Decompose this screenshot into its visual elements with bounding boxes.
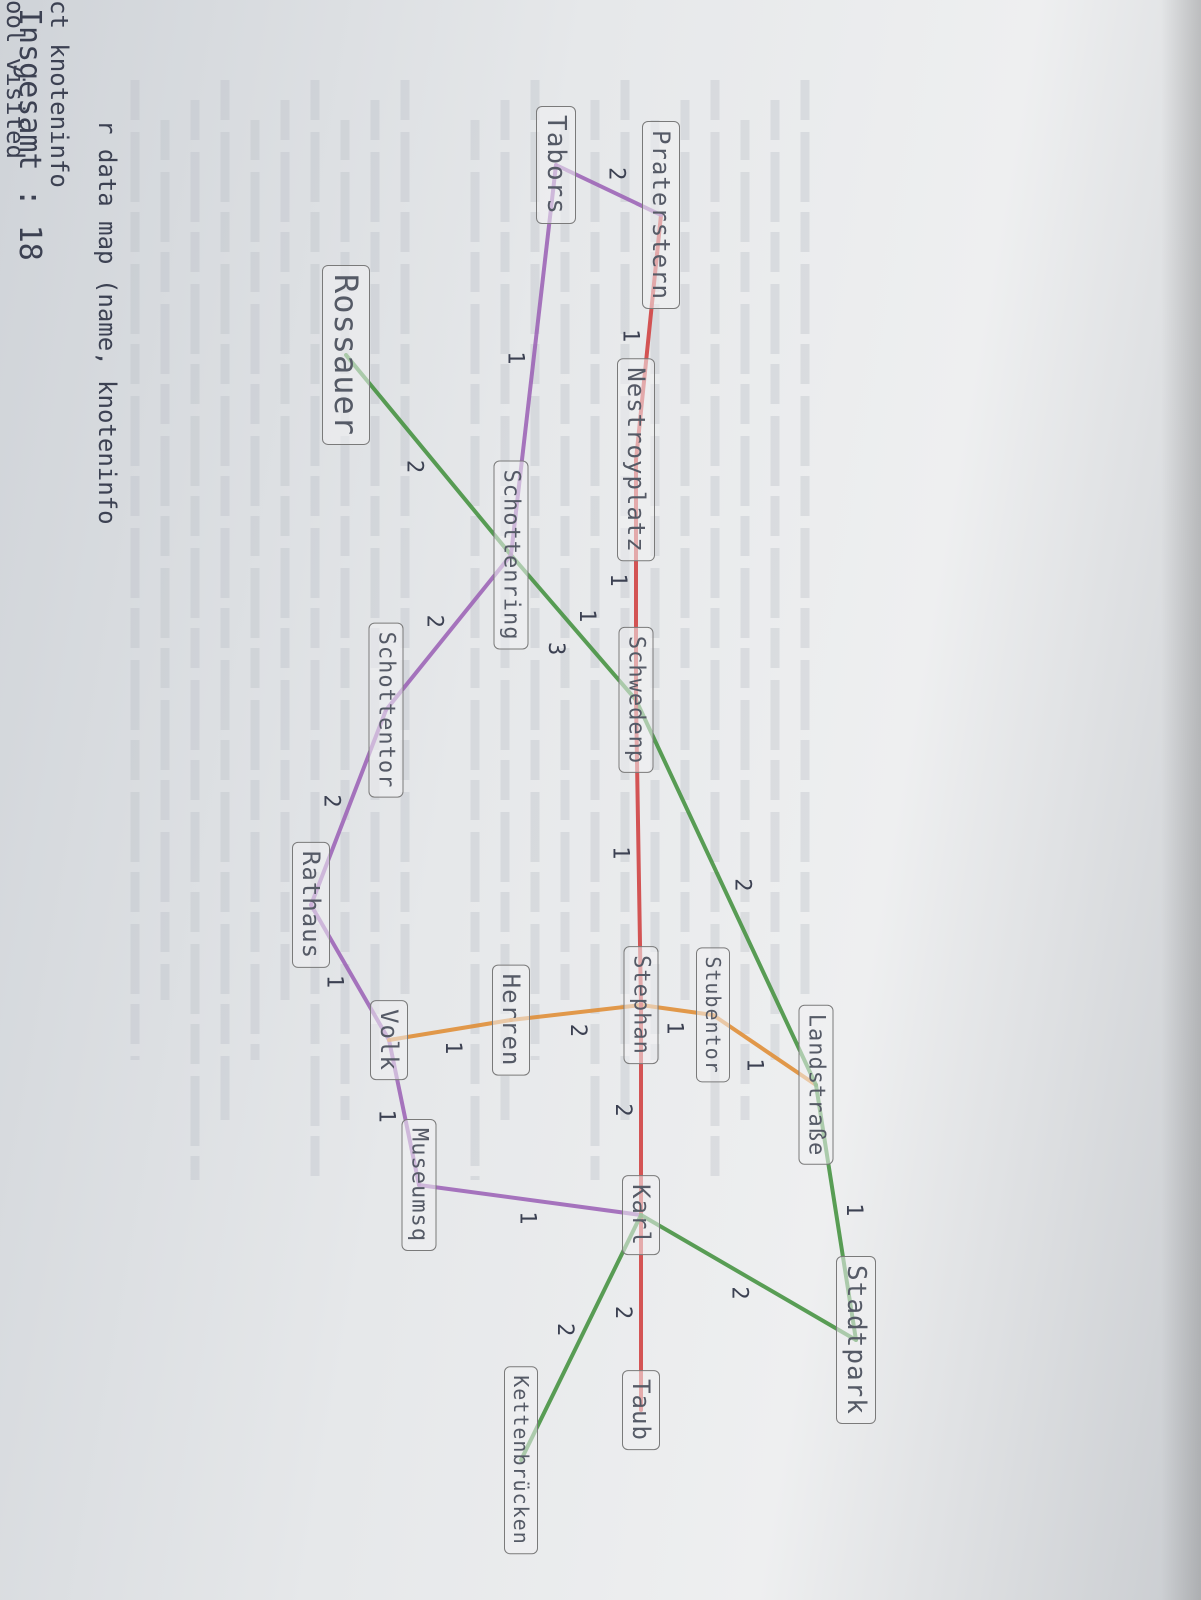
edge-schottenring-schottentor — [384, 553, 513, 712]
node-schwedenp: Schwedenp — [618, 626, 654, 774]
node-volk: Volk — [370, 1000, 408, 1080]
edge-weight-label: 2 — [552, 1323, 577, 1336]
node-kettenbr: Kettenbrücken — [504, 1366, 538, 1554]
node-museums: Museumsq — [401, 1119, 437, 1251]
edge-volk-herren — [387, 1018, 513, 1042]
edge-weight-label: 1 — [574, 609, 599, 622]
edge-weight-label: 1 — [741, 1058, 766, 1071]
edge-weight-label: 2 — [610, 1103, 635, 1116]
edge-karl-stadtpark — [639, 1213, 858, 1342]
node-stadtpark: Stadtpark — [836, 1256, 876, 1424]
edge-herren-stephan — [509, 1003, 643, 1022]
extra-label-schottenring-3: 3 — [543, 642, 568, 655]
edge-weight-label: 1 — [605, 573, 630, 586]
node-landstr: Landstraße — [798, 1004, 834, 1166]
edge-rossauer-schottenring — [344, 353, 513, 557]
edge-weight-label: 1 — [841, 1203, 866, 1216]
edge-weight-label: 2 — [610, 1306, 635, 1319]
edge-weight-label: 1 — [662, 1021, 687, 1034]
node-stephan: Stephan — [623, 946, 659, 1064]
edge-weight-label: 1 — [515, 1211, 540, 1224]
edge-weight-label: 1 — [440, 1041, 465, 1054]
page-edge-shadow — [1161, 0, 1201, 1600]
edge-weight-label: 2 — [603, 167, 628, 180]
edge-museums-karl — [417, 1183, 643, 1217]
node-schottentor: Schottentor — [368, 622, 404, 798]
note-line-2: ct knoteninfo — [45, 0, 73, 188]
node-tabors: Tabors — [536, 106, 576, 224]
node-rossauer: Rossauer — [322, 264, 370, 446]
note-line-3: ool visited — [1, 0, 29, 159]
edge-schwedenp-schottenring — [509, 553, 638, 702]
node-praterstern: Praterstern — [642, 121, 680, 309]
node-rathaus: Rathaus — [292, 841, 330, 969]
edge-weight-label: 1 — [608, 846, 633, 859]
node-stubentor: Stubentor — [696, 947, 730, 1083]
node-nestroy: Nestroyplatz — [617, 358, 655, 562]
edge-landstr-schwedenp — [634, 698, 818, 1087]
edge-weight-label: 2 — [421, 615, 446, 628]
node-karl: Karl — [622, 1175, 660, 1255]
edge-weight-label: 1 — [373, 1110, 398, 1123]
edge-weight-label: 2 — [319, 794, 344, 807]
edge-weight-label: 1 — [503, 351, 528, 364]
edge-weight-label: 2 — [726, 1286, 751, 1299]
node-taub: Taub — [622, 1370, 660, 1450]
node-herren: Herren — [492, 964, 530, 1076]
note-line-1: r data map (name, knoteninfo — [93, 120, 121, 525]
node-schottenring: Schottenring — [493, 460, 529, 650]
edge-weight-label: 2 — [402, 460, 427, 473]
edge-weight-label: 2 — [729, 878, 754, 891]
edge-karl-kettenbr — [519, 1213, 643, 1462]
edge-weight-label: 1 — [618, 329, 643, 342]
edge-weight-label: 2 — [565, 1024, 590, 1037]
edge-weight-label: 1 — [321, 975, 346, 988]
